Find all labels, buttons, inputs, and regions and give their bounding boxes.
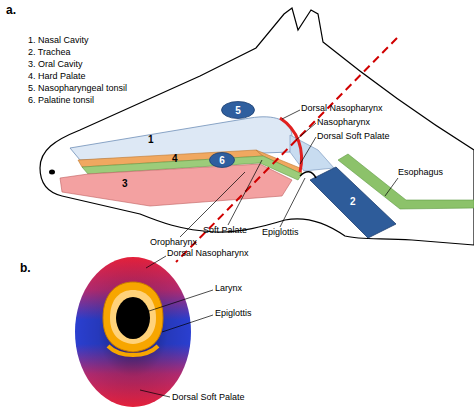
part-label: Dorsal Nasopharynx — [167, 249, 249, 259]
leader-line — [140, 390, 170, 397]
part-label: Dorsal Soft Palate — [317, 132, 390, 142]
tonsil-ellipse: 5 — [221, 101, 255, 119]
section-shade — [75, 257, 191, 407]
section-line — [176, 38, 397, 262]
list-item: 5. Nasopharyngeal tonsil — [28, 84, 127, 94]
leader-line — [300, 137, 316, 164]
leader-line — [296, 123, 316, 140]
callout-number: 3 — [122, 178, 128, 189]
list-item: 2. Trachea — [28, 48, 71, 58]
callout-number: 6 — [209, 152, 235, 168]
part-label: Dorsal Nasopharynx — [301, 104, 383, 114]
part-label: Oropharynx — [150, 238, 197, 248]
epiglottis-ring — [103, 282, 163, 352]
leader-line — [280, 178, 305, 227]
ellipse-fill — [222, 102, 255, 119]
list-item: 6. Palatine tonsil — [28, 96, 94, 106]
leader-line — [282, 110, 300, 119]
oral-cavity-region — [60, 164, 292, 206]
epiglottis-inner — [110, 290, 156, 344]
callout-number: 2 — [350, 196, 356, 207]
list-item: 4. Hard Palate — [28, 72, 86, 82]
part-label: Larynx — [215, 284, 242, 294]
leader-line — [140, 290, 213, 314]
epiglottis-shape — [300, 172, 316, 178]
part-label: Epiglottis — [215, 309, 252, 319]
leader-line — [228, 160, 262, 225]
list-item: 3. Oral Cavity — [28, 60, 83, 70]
part-label: Dorsal Soft Palate — [172, 393, 245, 403]
section-ellipse — [75, 257, 191, 407]
part-label: Nasopharynx — [317, 118, 370, 128]
callout-number: 1 — [148, 134, 154, 145]
part-label: Esophagus — [398, 168, 443, 178]
leader-line — [385, 178, 398, 196]
nostril — [49, 170, 55, 175]
larynx-opening — [116, 297, 150, 339]
list-item: 1. Nasal Cavity — [28, 36, 89, 46]
ellipse-fill — [210, 153, 235, 168]
part-label: Soft Palate — [203, 226, 247, 236]
callout-number: 4 — [172, 153, 178, 164]
tonsil-ellipse: 6 — [209, 152, 235, 168]
head-outline — [40, 8, 474, 245]
leader-line — [146, 256, 166, 268]
leader-line — [162, 315, 213, 332]
callout-number: 5 — [221, 101, 255, 119]
part-label: Epiglottis — [262, 228, 299, 238]
part-letter: b. — [20, 262, 31, 275]
trachea-band — [310, 167, 396, 238]
epiglottis-lip — [108, 346, 158, 355]
part-letter: a. — [6, 4, 16, 17]
